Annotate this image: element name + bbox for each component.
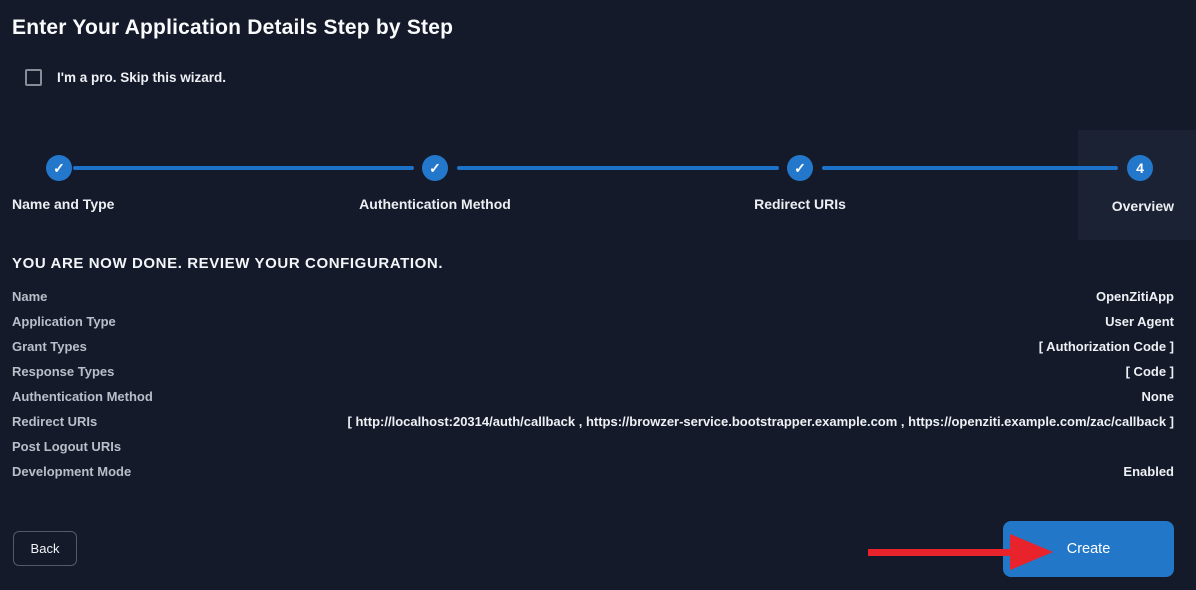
config-label: Authentication Method [12,389,153,404]
config-value: [ Authorization Code ] [1038,339,1174,354]
config-row-development-mode: Development Mode Enabled [12,464,1174,489]
config-value: OpenZitiApp [1096,289,1174,304]
config-row-application-type: Application Type User Agent [12,314,1174,339]
config-value: Enabled [1123,464,1174,479]
config-value: [ Code ] [1125,364,1174,379]
config-label: Redirect URIs [12,414,98,429]
step-label-redirect-uris: Redirect URIs [754,196,846,212]
check-icon: ✓ [53,160,65,176]
current-step-highlight-panel [1078,130,1196,240]
config-value: User Agent [1105,314,1174,329]
step-label-authentication-method: Authentication Method [359,196,511,212]
check-icon: ✓ [794,160,806,176]
config-row-name: Name OpenZitiApp [12,289,1174,314]
step-label-overview: Overview [1111,198,1174,214]
check-icon: ✓ [429,160,441,176]
config-review-list: Name OpenZitiApp Application Type User A… [12,289,1174,489]
stepper-connector-1 [73,166,414,170]
config-label: Post Logout URIs [12,439,122,454]
config-row-post-logout-uris: Post Logout URIs [12,439,1174,464]
step-number: 4 [1136,160,1144,176]
config-label: Development Mode [12,464,132,479]
skip-wizard-label: I'm a pro. Skip this wizard. [57,70,226,85]
config-label: Application Type [12,314,116,329]
step-label-name-and-type: Name and Type [12,196,115,212]
config-value: [ http://localhost:20314/auth/callback ,… [347,414,1174,429]
config-label: Response Types [12,364,115,379]
back-button[interactable]: Back [13,531,77,566]
config-label: Name [12,289,48,304]
config-row-authentication-method: Authentication Method None [12,389,1174,414]
config-label: Grant Types [12,339,87,354]
skip-wizard-checkbox[interactable] [25,69,42,86]
create-button[interactable]: Create [1003,521,1174,577]
config-value: None [1141,389,1175,404]
step-2-indicator[interactable]: ✓ [422,155,448,181]
stepper-connector-2 [457,166,779,170]
overview-heading: YOU ARE NOW DONE. REVIEW YOUR CONFIGURAT… [12,255,444,272]
step-3-indicator[interactable]: ✓ [787,155,813,181]
config-row-grant-types: Grant Types [ Authorization Code ] [12,339,1174,364]
step-1-indicator[interactable]: ✓ [46,155,72,181]
page-title: Enter Your Application Details Step by S… [12,16,454,39]
step-4-indicator[interactable]: 4 [1127,155,1153,181]
config-row-redirect-uris: Redirect URIs [ http://localhost:20314/a… [12,414,1174,439]
skip-wizard-row: I'm a pro. Skip this wizard. [25,69,226,86]
config-row-response-types: Response Types [ Code ] [12,364,1174,389]
stepper-connector-3 [822,166,1118,170]
